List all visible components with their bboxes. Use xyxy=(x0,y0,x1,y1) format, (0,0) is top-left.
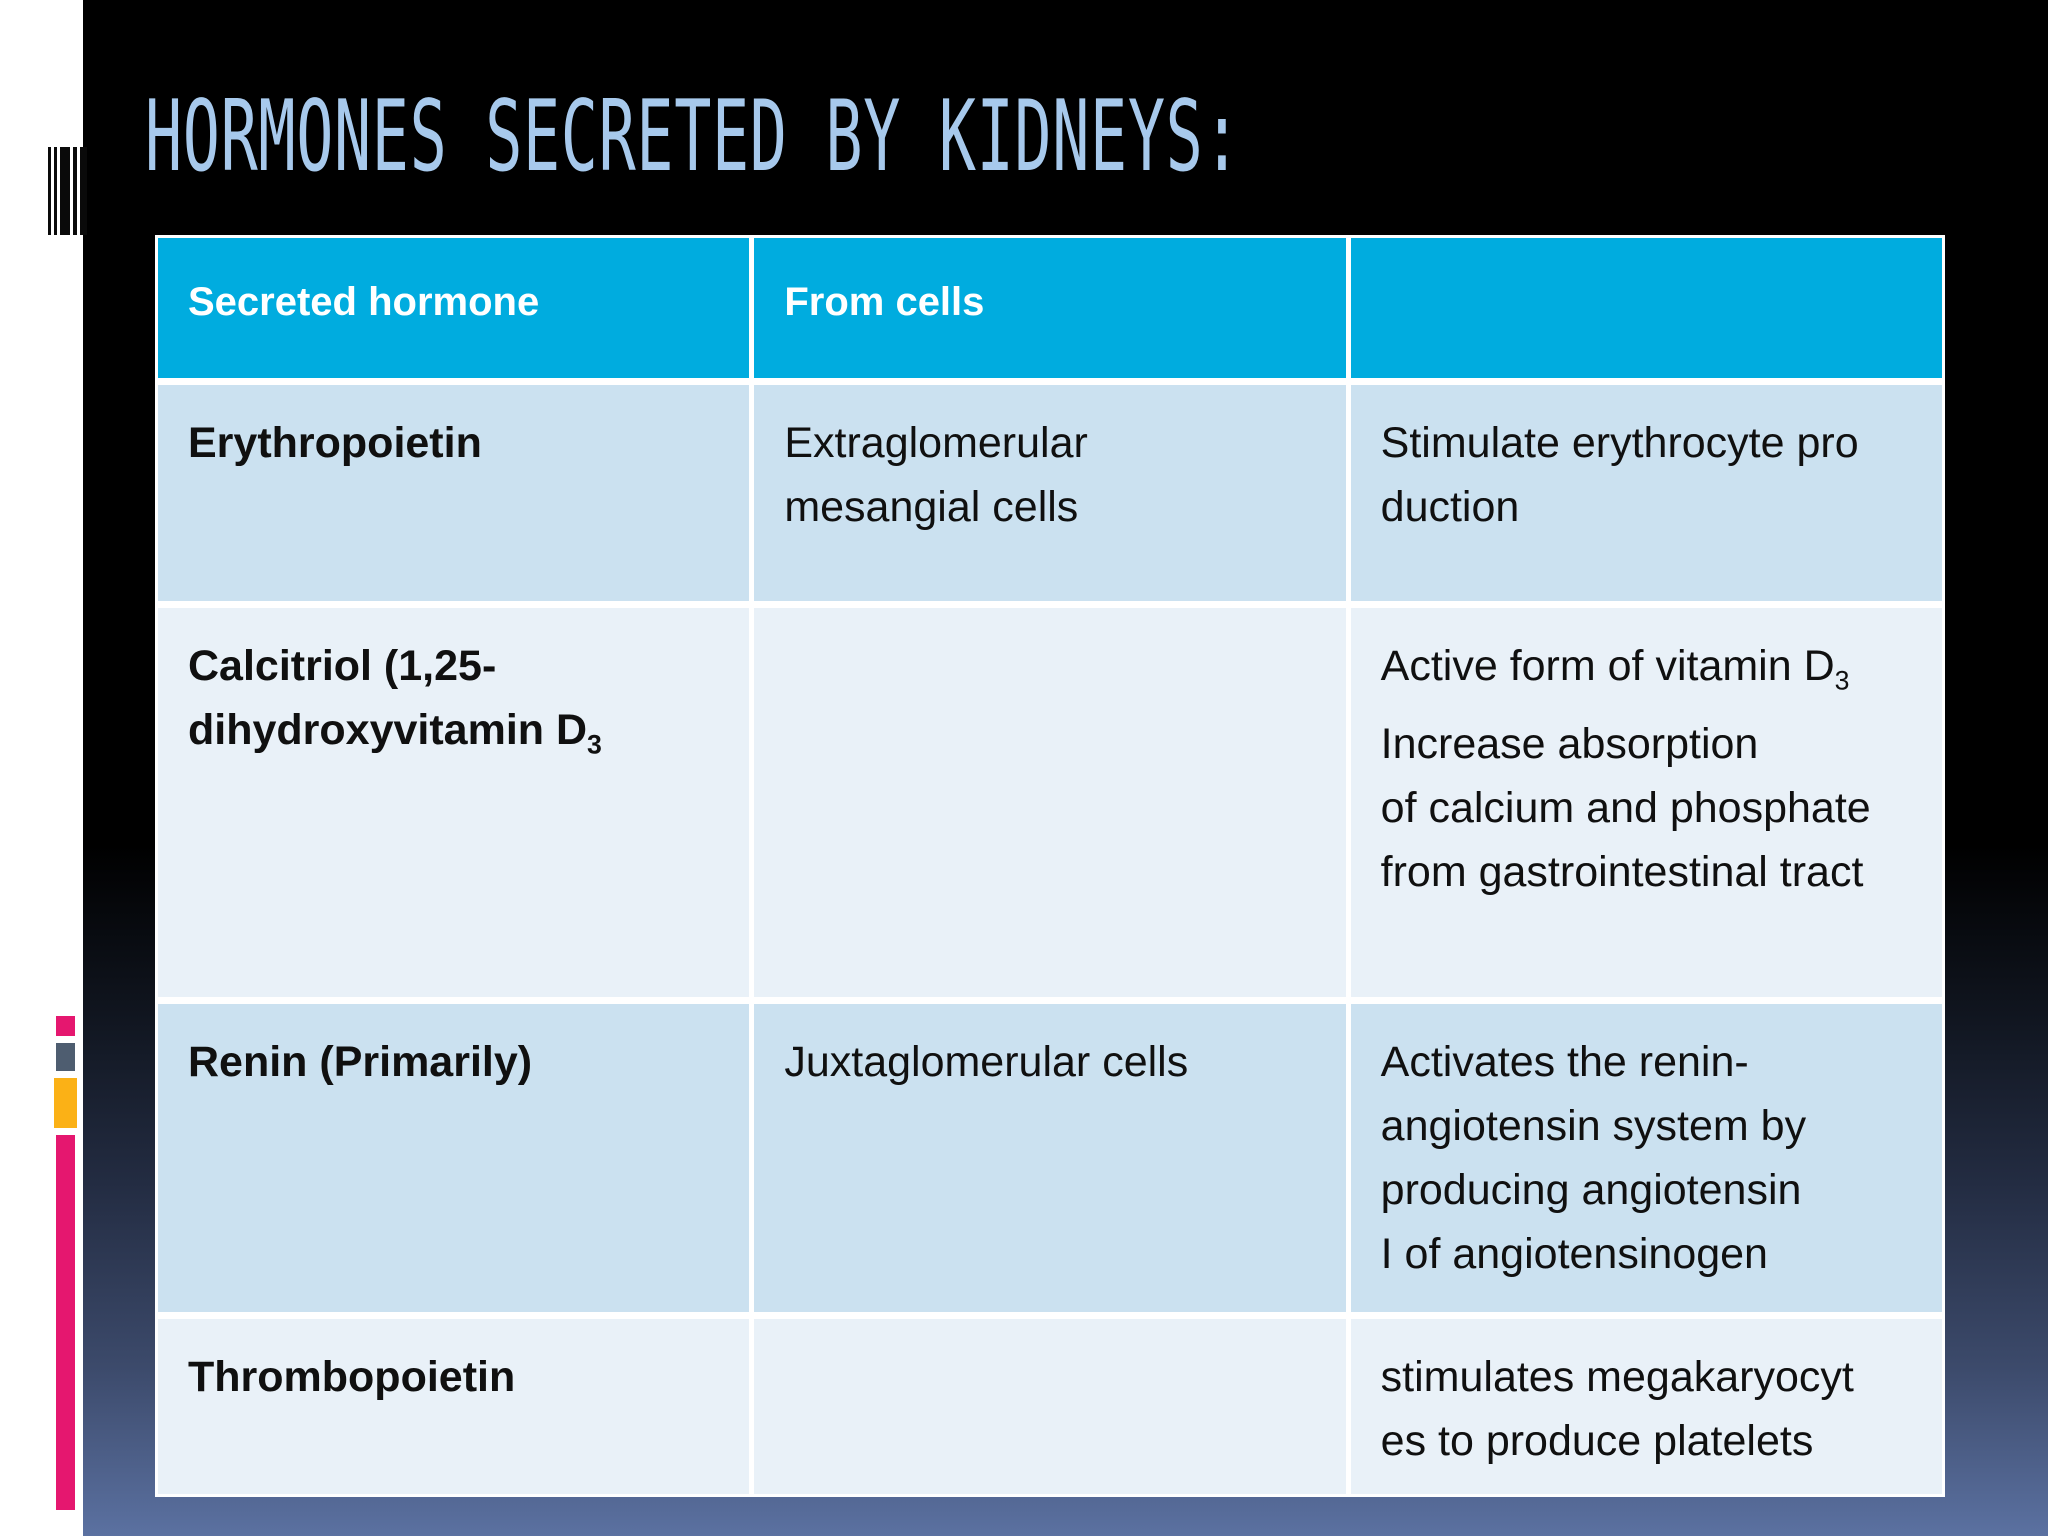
row1-hormone-text: Erythropoietin xyxy=(188,419,482,467)
gray-chip-decoration xyxy=(56,1043,75,1071)
row2-function-text: Active form of vitamin D xyxy=(1380,642,1835,690)
cell-row2-from-cells xyxy=(754,608,1346,997)
row4-function-text: stimulates megakaryocyt es to produce pl… xyxy=(1380,1353,1854,1465)
left-margin-strip xyxy=(0,0,87,1536)
cell-row4-from-cells xyxy=(754,1319,1346,1494)
header-cell-function xyxy=(1350,238,1942,378)
header-cell-secreted-hormone: Secreted hormone xyxy=(158,238,750,378)
row2-hormone-subscript: 3 xyxy=(587,729,602,760)
row2-function-text-cont: Increase absorption of calcium and phosp… xyxy=(1380,720,1871,897)
cell-row1-hormone: Erythropoietin xyxy=(158,385,750,601)
header-cell-from-cells: From cells xyxy=(754,238,1346,378)
cell-row3-from-cells: Juxtaglomerular cells xyxy=(754,1004,1346,1312)
slide-title: HORMONES SECRETED BY KIDNEYS: xyxy=(145,80,1242,194)
cell-row4-function: stimulates megakaryocyt es to produce pl… xyxy=(1350,1319,1942,1494)
row1-function-text: Stimulate erythrocyte pro duction xyxy=(1380,419,1859,531)
cell-row1-from-cells: Extraglomerular mesangial cells xyxy=(754,385,1346,601)
pink-bar-decoration xyxy=(56,1135,75,1510)
cell-row2-function: Active form of vitamin D3 Increase absor… xyxy=(1350,608,1942,997)
hormones-table: Secreted hormone From cells Erythropoiet… xyxy=(155,235,1945,1497)
cell-row1-function: Stimulate erythrocyte pro duction xyxy=(1350,385,1942,601)
row2-function-subscript: 3 xyxy=(1834,665,1850,696)
cell-row4-hormone: Thrombopoietin xyxy=(158,1319,750,1494)
cell-row3-function: Activates the renin- angiotensin system … xyxy=(1350,1004,1942,1312)
barcode-decoration-icon xyxy=(48,147,87,235)
row3-hormone-text: Renin (Primarily) xyxy=(188,1038,533,1086)
row2-hormone-text: Calcitriol (1,25- dihydroxyvitamin D xyxy=(188,642,588,754)
row4-hormone-text: Thrombopoietin xyxy=(188,1353,516,1401)
row3-function-text: Activates the renin- angiotensin system … xyxy=(1380,1038,1807,1278)
magenta-chip-decoration xyxy=(56,1016,75,1036)
cell-row3-hormone: Renin (Primarily) xyxy=(158,1004,750,1312)
orange-chip-decoration xyxy=(54,1078,77,1128)
cell-row2-hormone: Calcitriol (1,25- dihydroxyvitamin D3 xyxy=(158,608,750,997)
